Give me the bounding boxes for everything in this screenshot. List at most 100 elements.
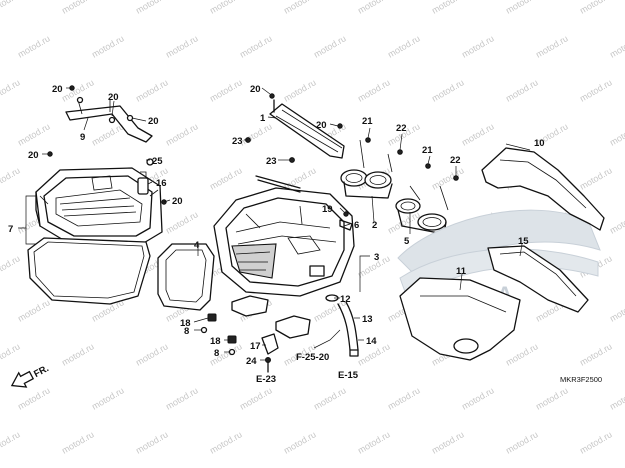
label-5: 5 bbox=[404, 236, 410, 247]
watermark-text: motod.ru bbox=[16, 33, 52, 59]
watermark-text: motod.ru bbox=[386, 33, 422, 59]
watermark-text: motod.ru bbox=[460, 121, 496, 147]
watermark-text: motod.ru bbox=[534, 385, 570, 411]
watermark-text: motod.ru bbox=[134, 77, 170, 103]
watermark-text: motod.ru bbox=[208, 77, 244, 103]
watermark-text: motod.ru bbox=[16, 121, 52, 147]
watermark-text: motod.ru bbox=[238, 385, 274, 411]
watermark-text: motod.ru bbox=[134, 341, 170, 367]
label-17: 17 bbox=[250, 341, 261, 352]
watermark-text: motod.ru bbox=[504, 77, 540, 103]
leader-lines bbox=[18, 87, 531, 361]
watermark-text: motod.ru bbox=[0, 0, 22, 16]
watermark-text: motod.ru bbox=[608, 33, 625, 59]
clip-16 bbox=[137, 158, 154, 195]
label-23: 23 bbox=[232, 136, 243, 147]
watermark-text: motod.ru bbox=[356, 429, 392, 455]
reference-labels: F-25-20 E-23 E-15 bbox=[256, 352, 359, 385]
label-20: 20 bbox=[172, 196, 183, 207]
ref-e-23: E-23 bbox=[256, 374, 276, 385]
watermark-text: motod.ru bbox=[16, 385, 52, 411]
ref-e-15: E-15 bbox=[338, 370, 359, 381]
watermark-text: motod.ru bbox=[578, 341, 614, 367]
label-20: 20 bbox=[108, 92, 119, 103]
joint-17 bbox=[261, 333, 279, 373]
watermark-text: motod.ru bbox=[60, 429, 96, 455]
watermark-text: motod.ru bbox=[312, 33, 348, 59]
label-20: 20 bbox=[28, 150, 39, 161]
watermark-text: motod.ru bbox=[430, 429, 466, 455]
label-22: 22 bbox=[450, 155, 461, 166]
watermark-text: motod.ru bbox=[0, 429, 22, 455]
cover-11 bbox=[399, 277, 521, 361]
watermark-text: motod.ru bbox=[0, 165, 22, 191]
label-9: 9 bbox=[80, 132, 85, 143]
watermark-text: motod.ru bbox=[460, 33, 496, 59]
watermark-text: motod.ru bbox=[134, 0, 170, 16]
label-7: 7 bbox=[8, 224, 13, 235]
watermark-text: motod.ru bbox=[578, 429, 614, 455]
label-19: 19 bbox=[322, 204, 333, 215]
air-cleaner-cover bbox=[35, 167, 163, 245]
watermark-text: motod.ru bbox=[430, 165, 466, 191]
watermark-text: motod.ru bbox=[282, 0, 318, 16]
watermark-text: motod.ru bbox=[90, 33, 126, 59]
ref-f-25-20: F-25-20 bbox=[296, 352, 329, 363]
part-labels: 20 20 20 9 20 25 16 20 7 20 1 20 23 23 1… bbox=[8, 84, 545, 367]
label-14: 14 bbox=[366, 336, 377, 347]
watermark-text: motod.ru bbox=[60, 0, 96, 16]
watermark-text: motod.ru bbox=[60, 341, 96, 367]
label-20: 20 bbox=[52, 84, 63, 95]
watermark-text: motod.ru bbox=[282, 77, 318, 103]
label-20: 20 bbox=[250, 84, 261, 95]
label-25: 25 bbox=[152, 156, 163, 167]
watermark-text: motod.ru bbox=[430, 77, 466, 103]
label-22: 22 bbox=[396, 123, 407, 134]
direction-label: FR. bbox=[32, 363, 51, 380]
watermark-text: motod.ru bbox=[208, 429, 244, 455]
air-filter-element bbox=[157, 243, 215, 311]
watermark-text: motod.ru bbox=[386, 209, 422, 235]
watermark-text: motod.ru bbox=[504, 0, 540, 16]
watermark-text: motod.ru bbox=[578, 0, 614, 16]
label-20: 20 bbox=[316, 120, 327, 131]
watermark-text: motod.ru bbox=[578, 165, 614, 191]
watermark-text: motod.ru bbox=[164, 209, 200, 235]
watermark-text: motod.ru bbox=[238, 121, 274, 147]
watermark-text: motod.ru bbox=[534, 33, 570, 59]
watermark-text: motod.ru bbox=[208, 0, 244, 16]
label-3: 3 bbox=[374, 252, 379, 263]
watermark-text: motod.ru bbox=[578, 77, 614, 103]
watermark-text: motod.ru bbox=[430, 0, 466, 16]
label-12: 12 bbox=[340, 294, 351, 305]
label-15: 15 bbox=[518, 236, 529, 247]
watermark-text: motod.ru bbox=[0, 341, 22, 367]
label-23: 23 bbox=[266, 156, 277, 167]
watermark-text: motod.ru bbox=[0, 77, 22, 103]
label-16: 16 bbox=[156, 178, 167, 189]
label-21: 21 bbox=[362, 116, 373, 127]
label-6: 6 bbox=[354, 220, 359, 231]
label-20: 20 bbox=[148, 116, 159, 127]
watermark-text: motod.ru bbox=[208, 165, 244, 191]
label-8: 8 bbox=[184, 326, 189, 337]
watermark-text: motod.ru bbox=[134, 429, 170, 455]
watermark-text: motod.ru bbox=[164, 385, 200, 411]
cover-15 bbox=[487, 245, 589, 313]
watermark-text: motod.ru bbox=[504, 429, 540, 455]
label-1: 1 bbox=[260, 113, 266, 124]
funnel-2 bbox=[340, 137, 403, 199]
watermark-text: motod.ru bbox=[90, 385, 126, 411]
watermark-text: motod.ru bbox=[164, 33, 200, 59]
watermark-text: motod.ru bbox=[504, 341, 540, 367]
watermark-text: motod.ru bbox=[608, 209, 625, 235]
label-11: 11 bbox=[456, 266, 467, 277]
shroud-10 bbox=[481, 147, 605, 231]
watermark-text: motod.ru bbox=[0, 253, 22, 279]
label-10: 10 bbox=[534, 138, 545, 149]
upper-bracket bbox=[245, 93, 353, 231]
watermark-text: motod.ru bbox=[608, 385, 625, 411]
stay-bracket bbox=[65, 96, 153, 143]
watermark-text: motod.ru bbox=[356, 77, 392, 103]
